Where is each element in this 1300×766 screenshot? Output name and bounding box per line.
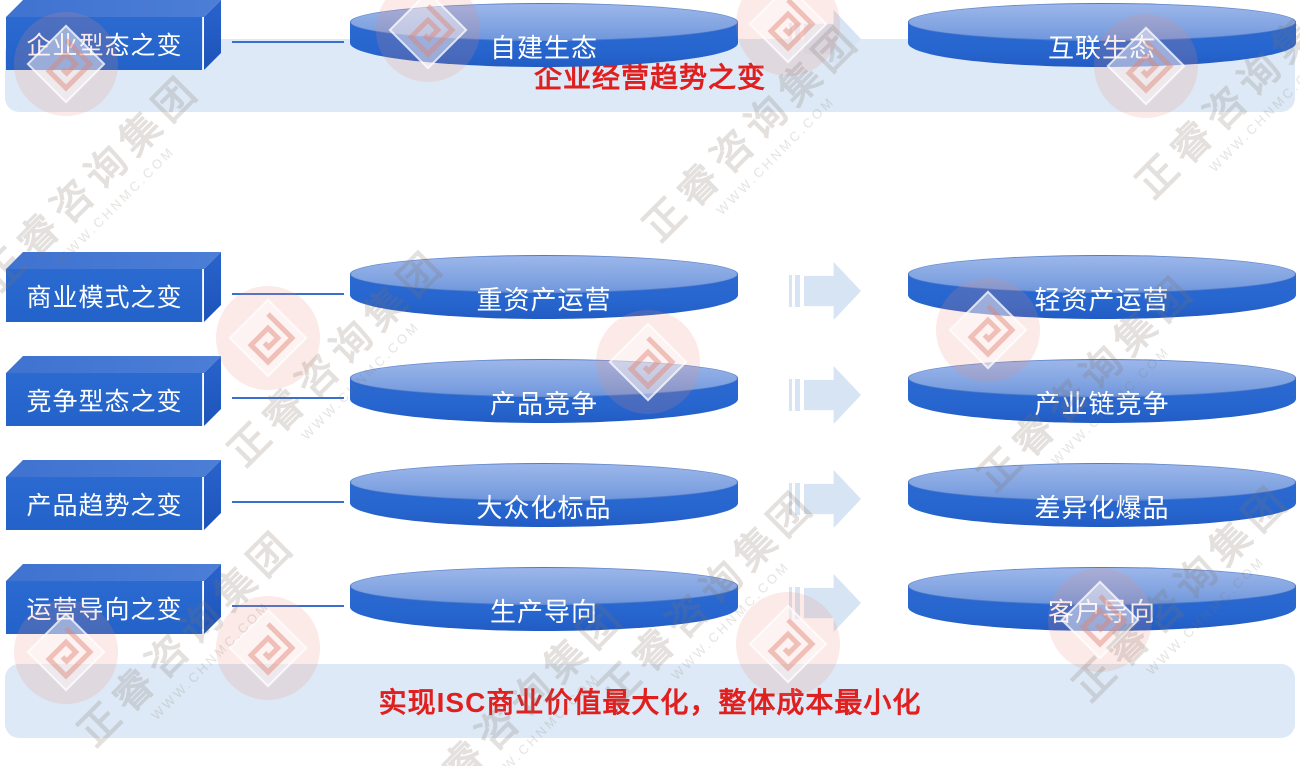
to-cylinder-label: 差异化爆品 bbox=[1034, 492, 1170, 523]
category-box-top-face bbox=[6, 356, 221, 373]
trend-row: 企业型态之变 自建生态 互联生态 bbox=[0, 0, 1300, 70]
connector-line bbox=[232, 605, 344, 607]
to-cylinder: 互联生态 bbox=[908, 3, 1296, 67]
right-arrow-icon bbox=[789, 262, 861, 320]
to-cylinder: 客户导向 bbox=[908, 567, 1296, 631]
connector-line bbox=[232, 397, 344, 399]
category-box: 竞争型态之变 bbox=[6, 356, 221, 426]
category-box-side-face bbox=[204, 252, 221, 322]
right-arrow-icon bbox=[789, 366, 861, 424]
category-box-label: 商业模式之变 bbox=[26, 283, 183, 312]
footer-banner: 实现ISC商业价值最大化，整体成本最小化 bbox=[5, 664, 1295, 738]
from-cylinder-label: 生产导向 bbox=[489, 596, 598, 627]
trend-row: 竞争型态之变 产品竞争 产业链竞争 bbox=[0, 356, 1300, 426]
category-box-side-face bbox=[204, 460, 221, 530]
category-box-front-face: 商业模式之变 bbox=[6, 269, 203, 322]
from-cylinder: 大众化标品 bbox=[350, 463, 738, 527]
from-cylinder-label: 自建生态 bbox=[489, 32, 598, 63]
connector-line bbox=[232, 293, 344, 295]
to-cylinder-label: 互联生态 bbox=[1047, 32, 1156, 63]
trend-row: 商业模式之变 重资产运营 轻资产运营 bbox=[0, 252, 1300, 322]
from-cylinder: 重资产运营 bbox=[350, 255, 738, 319]
cylinder-top bbox=[908, 3, 1296, 41]
from-cylinder-label: 重资产运营 bbox=[476, 284, 612, 315]
category-box-edge bbox=[202, 373, 204, 426]
cylinder-top bbox=[350, 255, 738, 293]
right-arrow-icon bbox=[789, 470, 861, 528]
category-box-label: 竞争型态之变 bbox=[26, 387, 183, 416]
from-cylinder-label: 大众化标品 bbox=[476, 492, 612, 523]
category-box-top-face bbox=[6, 252, 221, 269]
category-box-label: 运营导向之变 bbox=[26, 595, 183, 624]
category-box-front-face: 产品趋势之变 bbox=[6, 477, 203, 530]
category-box-label: 企业型态之变 bbox=[26, 31, 183, 60]
category-box-top-face bbox=[6, 0, 221, 17]
right-arrow-icon bbox=[789, 574, 861, 632]
category-box-edge bbox=[202, 269, 204, 322]
category-box-side-face bbox=[204, 0, 221, 70]
from-cylinder: 生产导向 bbox=[350, 567, 738, 631]
category-box-side-face bbox=[204, 356, 221, 426]
category-box-label: 产品趋势之变 bbox=[26, 491, 183, 520]
to-cylinder-label: 客户导向 bbox=[1047, 596, 1156, 627]
category-box: 运营导向之变 bbox=[6, 564, 221, 634]
category-box-top-face bbox=[6, 564, 221, 581]
category-box: 产品趋势之变 bbox=[6, 460, 221, 530]
from-cylinder: 产品竞争 bbox=[350, 359, 738, 423]
category-box-front-face: 运营导向之变 bbox=[6, 581, 203, 634]
cylinder-top bbox=[350, 463, 738, 501]
to-cylinder-label: 轻资产运营 bbox=[1034, 284, 1170, 315]
to-cylinder-label: 产业链竞争 bbox=[1034, 388, 1170, 419]
category-box-front-face: 竞争型态之变 bbox=[6, 373, 203, 426]
right-arrow-icon bbox=[789, 10, 861, 68]
trend-row: 产品趋势之变 大众化标品 差异化爆品 bbox=[0, 460, 1300, 530]
category-box-front-face: 企业型态之变 bbox=[6, 17, 203, 70]
category-box-top-face bbox=[6, 460, 221, 477]
cylinder-top bbox=[908, 463, 1296, 501]
category-box-side-face bbox=[204, 564, 221, 634]
category-box: 企业型态之变 bbox=[6, 0, 221, 70]
category-box-edge bbox=[202, 477, 204, 530]
to-cylinder: 产业链竞争 bbox=[908, 359, 1296, 423]
category-box: 商业模式之变 bbox=[6, 252, 221, 322]
cylinder-top bbox=[350, 567, 738, 605]
from-cylinder-label: 产品竞争 bbox=[489, 388, 598, 419]
category-box-edge bbox=[202, 17, 204, 70]
conclusion-text: 实现ISC商业价值最大化，整体成本最小化 bbox=[378, 687, 922, 718]
to-cylinder: 轻资产运营 bbox=[908, 255, 1296, 319]
cylinder-top bbox=[908, 255, 1296, 293]
from-cylinder: 自建生态 bbox=[350, 3, 738, 67]
connector-line bbox=[232, 41, 344, 43]
trend-row: 运营导向之变 生产导向 客户导向 bbox=[0, 564, 1300, 634]
category-box-edge bbox=[202, 581, 204, 634]
to-cylinder: 差异化爆品 bbox=[908, 463, 1296, 527]
connector-line bbox=[232, 501, 344, 503]
